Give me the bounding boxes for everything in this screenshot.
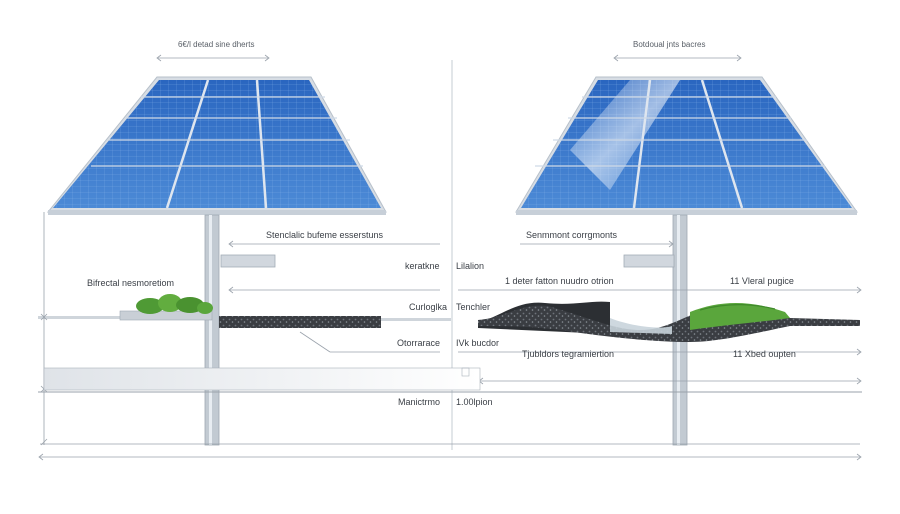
center-label-f: 1 deter fatton nuudro otrion: [505, 276, 614, 286]
left-label-c: Curloglka: [409, 302, 448, 312]
left-title: 6€/l detad sine dherts: [178, 40, 255, 49]
left-label-vegetation: Bifrectal nesmoretiom: [87, 278, 175, 288]
right-label-components: Senmmont corrgmonts: [526, 230, 618, 240]
right-ground-section: [478, 301, 860, 342]
center-label-e: 1.00lpion: [456, 397, 493, 407]
center-label-a: keratkne: [405, 261, 440, 271]
dimension-lines: [38, 54, 862, 461]
right-solar-array: [515, 76, 858, 215]
center-label-d: IVk bucdor: [456, 338, 500, 348]
left-label-e: Manictrmo: [398, 397, 441, 407]
center-label-b: Lilalion: [456, 261, 485, 271]
right-title: Botdoual jnts bacres: [633, 40, 706, 49]
right-label-c: 11 Xbed oupten: [733, 349, 796, 359]
center-label-c: Tenchler: [456, 302, 491, 312]
right-label-b: 11 Vleral pugice: [730, 276, 794, 286]
center-label-g: Tjubldors tegramiertion: [522, 349, 615, 359]
left-ground-section: [38, 294, 451, 328]
left-solar-array: [46, 76, 387, 215]
left-label-structural: Stenclalic bufeme esserstuns: [266, 230, 384, 240]
foundation-slab: [38, 367, 862, 393]
left-label-d: Otorrarace: [397, 338, 441, 348]
left-support-pole: [204, 214, 276, 446]
